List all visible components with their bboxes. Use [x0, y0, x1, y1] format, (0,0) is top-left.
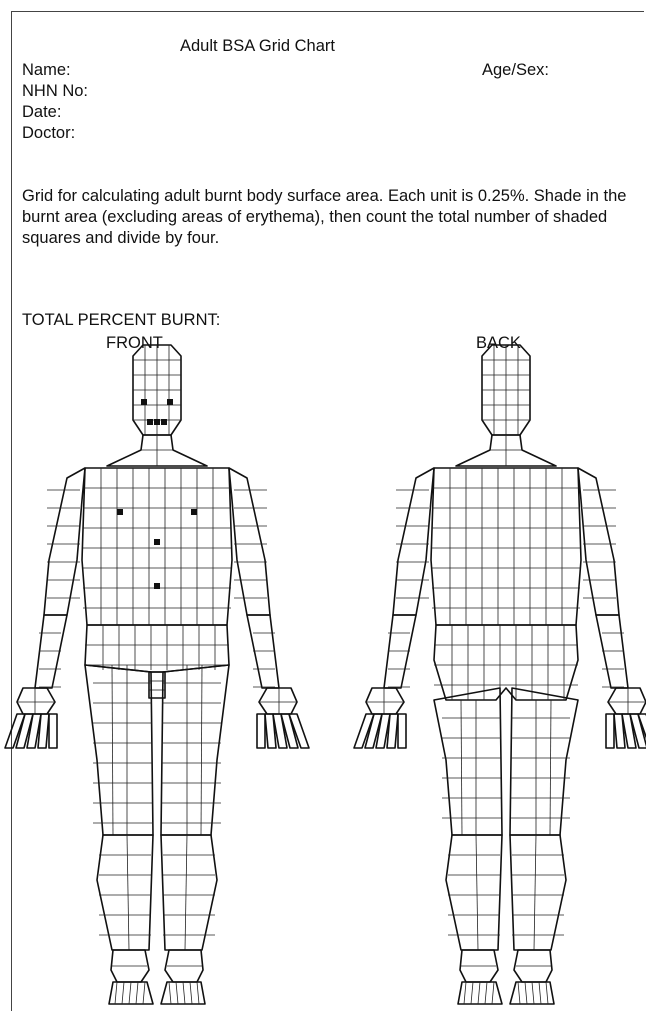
front-right-finger: [289, 714, 309, 748]
left-eye-mark: [141, 399, 147, 405]
back-buttocks: [434, 625, 578, 700]
back-right-finger: [606, 714, 614, 748]
back-left-forearm: [384, 615, 416, 688]
front-right-finger: [257, 714, 265, 748]
back-left-thigh: [434, 688, 502, 835]
mouth-mark: [147, 419, 153, 425]
back-left-finger: [354, 714, 374, 748]
umbilicus-mark: [154, 583, 160, 589]
sternum-mark: [154, 539, 160, 545]
right-eye-mark: [167, 399, 173, 405]
back-torso: [431, 468, 581, 625]
back-left-lower-leg: [446, 835, 502, 950]
front-left-forearm: [35, 615, 67, 688]
back-right-lower-leg: [510, 835, 566, 950]
front-left-lower-leg: [97, 835, 153, 950]
front-left-finger: [49, 714, 57, 748]
front-right-thigh: [161, 665, 229, 835]
left-nipple-mark: [117, 509, 123, 515]
front-right-forearm: [247, 615, 279, 688]
right-nipple-mark: [191, 509, 197, 515]
front-body-grid[interactable]: [5, 345, 309, 1004]
back-right-hand: [608, 688, 646, 714]
back-right-thigh: [510, 688, 578, 835]
front-left-hand: [17, 688, 55, 714]
front-right-hand: [259, 688, 297, 714]
mouth-mark: [154, 419, 160, 425]
front-left-finger: [5, 714, 25, 748]
back-right-forearm: [596, 615, 628, 688]
back-left-hand: [366, 688, 404, 714]
front-right-lower-leg: [161, 835, 217, 950]
back-body-grid[interactable]: [354, 345, 646, 1004]
mouth-mark: [161, 419, 167, 425]
front-torso: [82, 468, 232, 625]
back-left-finger: [398, 714, 406, 748]
front-left-thigh: [85, 665, 153, 835]
